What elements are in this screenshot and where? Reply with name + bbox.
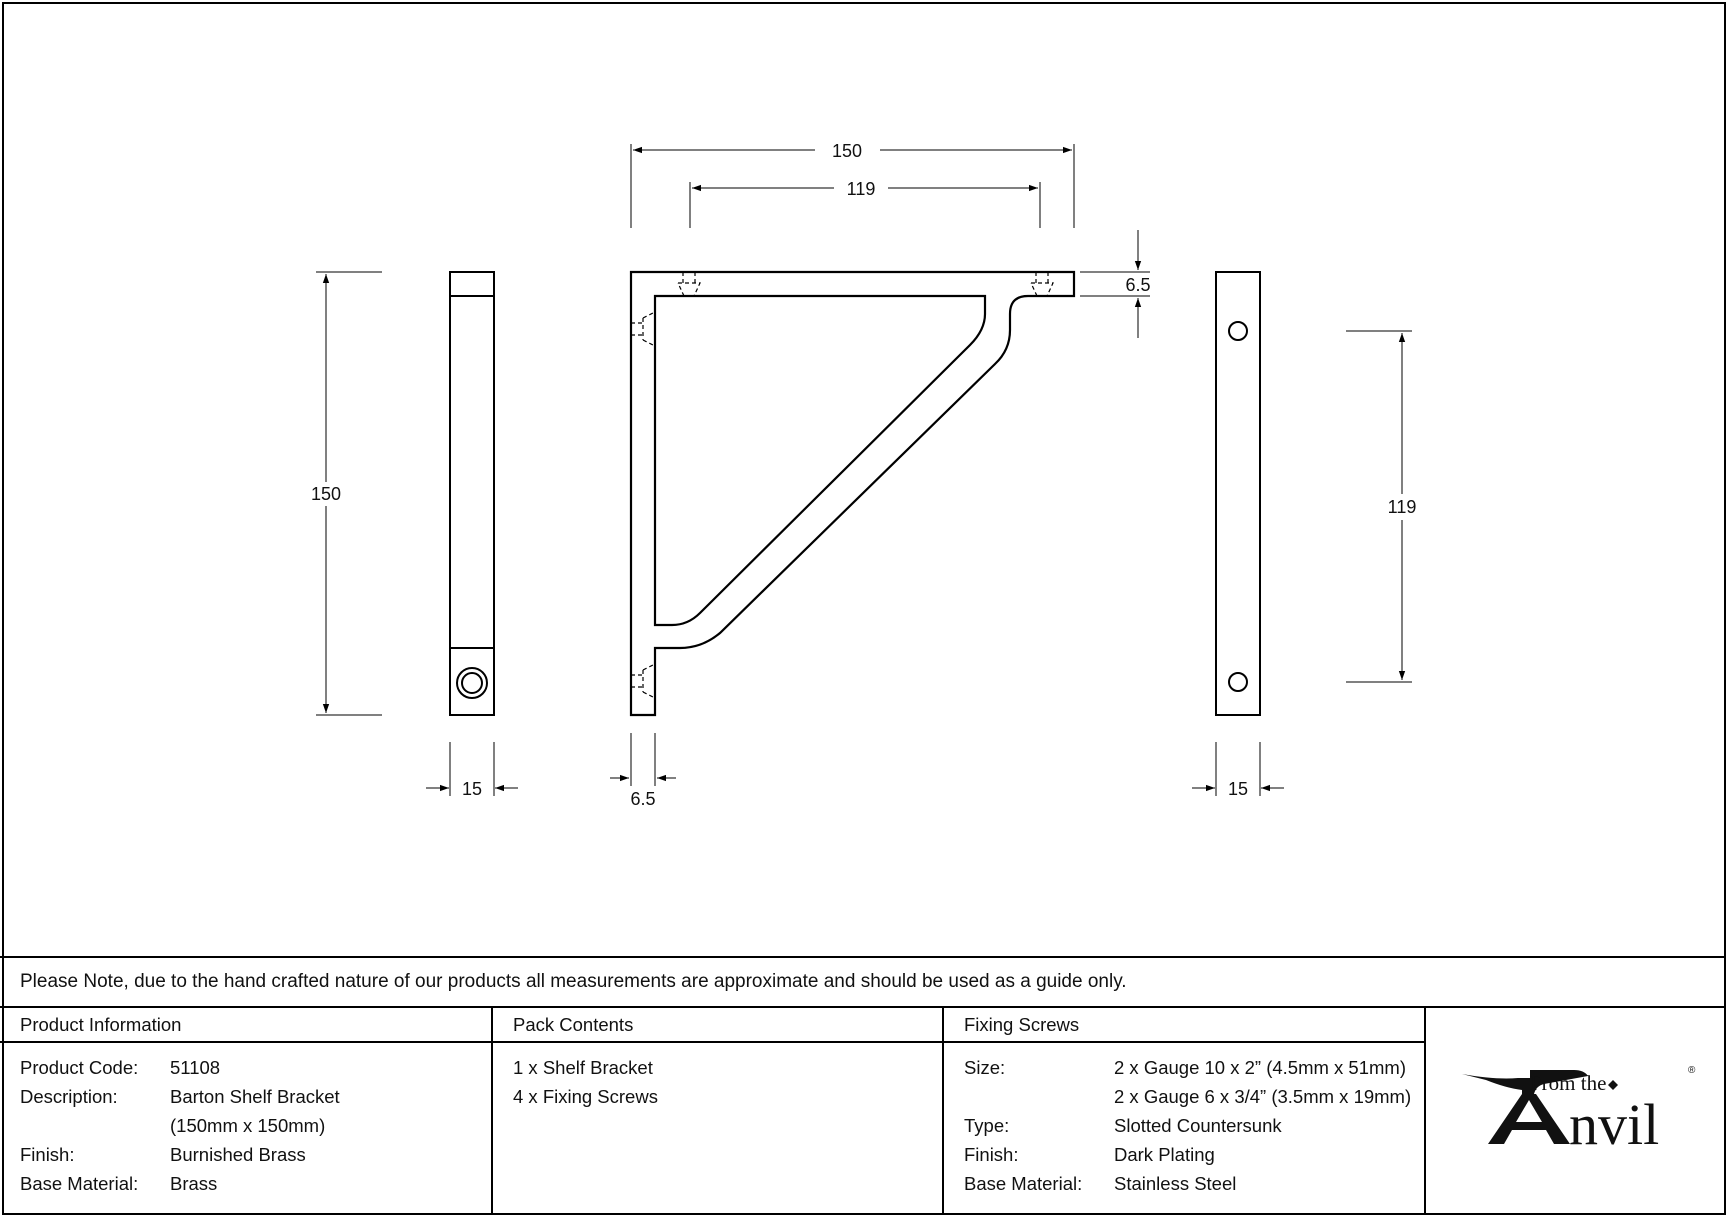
technical-drawing: 150 15 150 119 6.5 <box>311 141 1417 809</box>
screw-row: Base Material: Stainless Steel <box>964 1169 1424 1198</box>
info-value: 51108 <box>170 1057 221 1078</box>
dim-left-height-label: 150 <box>311 484 341 504</box>
dim-left-width-label: 15 <box>462 779 482 799</box>
anvil-letter-a <box>1488 1094 1570 1144</box>
fixing-hole-bottom <box>1228 672 1248 692</box>
screw-row: Type: Slotted Countersunk <box>964 1111 1424 1140</box>
screw-hole-outer <box>456 667 488 699</box>
info-value: Brass <box>170 1173 218 1194</box>
fixing-screws-panel: Fixing Screws Size: 2 x Gauge 10 x 2” (4.… <box>944 1008 1426 1215</box>
anvil-logo-graphic: From the nvil ® <box>1462 1065 1696 1157</box>
dim-top-thickness-label: 6.5 <box>1125 275 1150 295</box>
dim-top-overall-label: 150 <box>832 141 862 161</box>
dim-top-thickness <box>1080 230 1150 338</box>
info-row: Base Material: Brass <box>20 1169 491 1198</box>
dim-right-width <box>1192 742 1284 796</box>
info-row: Description: Barton Shelf Bracket <box>20 1082 491 1111</box>
info-key: Description: <box>20 1086 118 1107</box>
info-value: (150mm x 150mm) <box>170 1115 326 1136</box>
pack-contents-panel: Pack Contents 1 x Shelf Bracket 4 x Fixi… <box>493 1008 944 1215</box>
dim-front-thickness <box>610 733 676 786</box>
anvil-icon <box>1462 1070 1588 1098</box>
dim-right-holes-label: 119 <box>1388 497 1417 517</box>
countersink-hidden-lines <box>631 272 1054 699</box>
logo-registered: ® <box>1688 1065 1696 1076</box>
info-key: Base Material: <box>20 1173 139 1194</box>
screw-row: 2 x Gauge 6 x 3/4” (3.5mm x 19mm) <box>964 1082 1424 1111</box>
screw-value: Stainless Steel <box>1114 1173 1237 1194</box>
screw-value: Dark Plating <box>1114 1144 1215 1165</box>
dim-right-width-label: 15 <box>1228 779 1248 799</box>
screw-value: 2 x Gauge 6 x 3/4” (3.5mm x 19mm) <box>1114 1086 1412 1107</box>
screw-hole-inner <box>461 672 483 694</box>
info-row: Product Code: 51108 <box>20 1053 491 1082</box>
back-view-right <box>1215 271 1261 716</box>
screw-key: Finish: <box>964 1144 1019 1165</box>
measurement-note: Please Note, due to the hand crafted nat… <box>0 956 1726 1008</box>
screw-key: Size: <box>964 1057 1006 1078</box>
pack-contents-heading: Pack Contents <box>493 1008 942 1043</box>
info-value: Burnished Brass <box>170 1144 306 1165</box>
dim-top-overall <box>630 144 1075 228</box>
logo-from-the: From the <box>1530 1071 1606 1095</box>
fixing-screws-rows: Size: 2 x Gauge 10 x 2” (4.5mm x 51mm) 2 … <box>944 1043 1424 1198</box>
screw-key: Base Material: <box>964 1173 1083 1194</box>
product-information-heading: Product Information <box>0 1008 491 1043</box>
pack-item: 1 x Shelf Bracket <box>513 1057 653 1078</box>
logo-diamond-icon <box>1608 1080 1618 1090</box>
fixing-hole-top <box>1228 321 1248 341</box>
dim-right-holes <box>1346 330 1412 683</box>
product-information-panel: Product Information Product Code: 51108 D… <box>0 1008 493 1215</box>
screw-key <box>964 1082 1114 1111</box>
info-key: Finish: <box>20 1144 75 1165</box>
side-view-left <box>449 271 495 716</box>
dim-front-thickness-label: 6.5 <box>630 789 655 809</box>
screw-key: Type: <box>964 1115 1010 1136</box>
screw-row: Size: 2 x Gauge 10 x 2” (4.5mm x 51mm) <box>964 1053 1424 1082</box>
logo-brand-tail: nvil <box>1569 1092 1659 1157</box>
info-value: Barton Shelf Bracket <box>170 1086 340 1107</box>
info-key <box>20 1111 170 1140</box>
screw-value: Slotted Countersunk <box>1114 1115 1282 1136</box>
screw-value: 2 x Gauge 10 x 2” (4.5mm x 51mm) <box>1114 1057 1406 1078</box>
pack-contents-list: 1 x Shelf Bracket 4 x Fixing Screws <box>493 1043 942 1111</box>
dim-top-holes-label: 119 <box>847 179 876 199</box>
dim-top-holes <box>689 182 1041 228</box>
dim-left-height <box>316 271 382 716</box>
dim-left-width <box>426 742 518 796</box>
fixing-screws-heading: Fixing Screws <box>944 1008 1424 1043</box>
info-row: Finish: Burnished Brass <box>20 1140 491 1169</box>
from-the-anvil-logo: From the nvil ® <box>1426 1008 1726 1215</box>
info-key: Product Code: <box>20 1057 139 1078</box>
product-information-rows: Product Code: 51108 Description: Barton Sh… <box>0 1043 491 1198</box>
screw-row: Finish: Dark Plating <box>964 1140 1424 1169</box>
info-row: (150mm x 150mm) <box>20 1111 491 1140</box>
pack-item: 4 x Fixing Screws <box>513 1086 658 1107</box>
bracket-front-view <box>629 270 1076 717</box>
